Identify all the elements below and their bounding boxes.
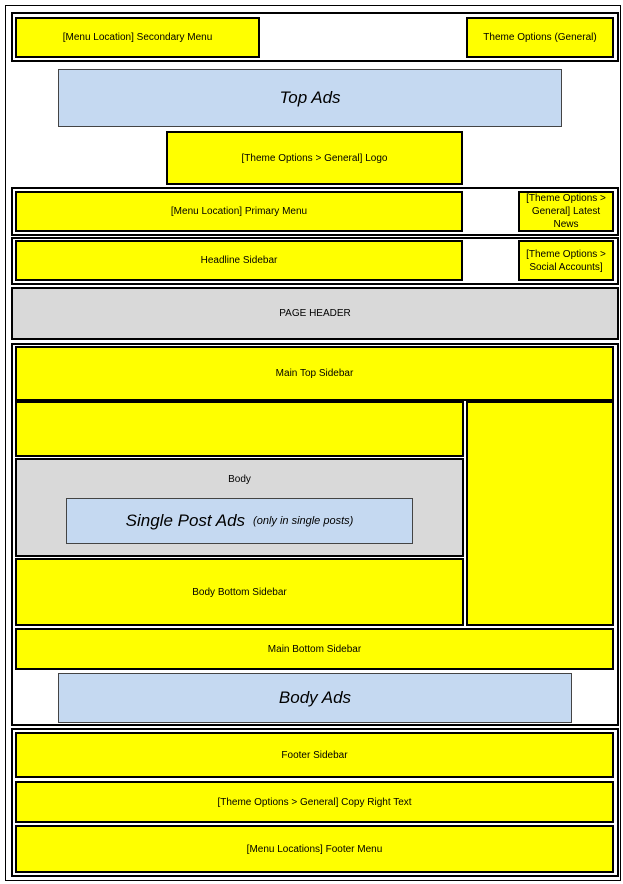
- body-block: Body Single Post Ads (only in single pos…: [15, 458, 464, 557]
- body-ads-label: Body Ads: [278, 688, 352, 707]
- single-post-ads-note: (only in single posts): [253, 515, 354, 527]
- social-accounts-label: [Theme Options > Social Accounts]: [526, 248, 606, 273]
- body-label: Body: [228, 474, 251, 485]
- main-area-frame: [11, 343, 619, 726]
- footer-sidebar-label: Footer Sidebar: [281, 749, 348, 761]
- logo-label: [Theme Options > General] Logo: [241, 152, 388, 164]
- secondary-menu-label: [Menu Location] Secondary Menu: [62, 32, 213, 43]
- copyright-label: [Theme Options > General] Copy Right Tex…: [217, 796, 412, 808]
- copyright-block: [Theme Options > General] Copy Right Tex…: [15, 781, 614, 823]
- logo-block: [Theme Options > General] Logo: [166, 131, 463, 185]
- theme-options-general-block: Theme Options (General): [466, 17, 614, 58]
- top-ads-label: Top Ads: [279, 88, 341, 107]
- single-post-ads-label: Single Post Ads: [125, 511, 246, 530]
- header-row-frame: [11, 12, 619, 62]
- headline-sidebar-label: Headline Sidebar: [200, 255, 278, 266]
- right-sidebar-block: [466, 401, 614, 626]
- footer-menu-label: [Menu Locations] Footer Menu: [246, 843, 383, 855]
- main-bottom-sidebar-label: Main Bottom Sidebar: [267, 643, 362, 655]
- page-header-label: PAGE HEADER: [279, 308, 351, 319]
- body-ads-block: Body Ads: [58, 673, 572, 723]
- footer-menu-block: [Menu Locations] Footer Menu: [15, 825, 614, 873]
- page-header-block: PAGE HEADER: [11, 287, 619, 340]
- theme-options-general-label: Theme Options (General): [483, 32, 597, 43]
- main-top-sidebar-label: Main Top Sidebar: [275, 368, 354, 379]
- single-post-ads-block: Single Post Ads (only in single posts): [66, 498, 413, 544]
- page-outline: [5, 5, 621, 881]
- top-ads-block: Top Ads: [58, 69, 562, 127]
- headline-row-frame: [11, 237, 619, 285]
- main-top-sidebar-block: Main Top Sidebar: [15, 346, 614, 401]
- latest-news-label: [Theme Options > General] Latest News: [526, 193, 606, 230]
- body-bottom-sidebar-label: Body Bottom Sidebar: [192, 586, 287, 598]
- primary-menu-label: [Menu Location] Primary Menu: [170, 206, 308, 217]
- body-bottom-sidebar-block: Body Bottom Sidebar: [15, 558, 464, 626]
- body-top-sidebar-block: [15, 401, 464, 457]
- main-bottom-sidebar-block: Main Bottom Sidebar: [15, 628, 614, 670]
- social-accounts-block: [Theme Options > Social Accounts]: [518, 240, 614, 281]
- footer-frame: [11, 728, 619, 877]
- secondary-menu-block: [Menu Location] Secondary Menu: [15, 17, 260, 58]
- primary-menu-block: [Menu Location] Primary Menu: [15, 191, 463, 232]
- headline-sidebar-block: Headline Sidebar: [15, 240, 463, 281]
- latest-news-block: [Theme Options > General] Latest News: [518, 191, 614, 232]
- footer-sidebar-block: Footer Sidebar: [15, 732, 614, 778]
- nav-row-frame: [11, 187, 619, 236]
